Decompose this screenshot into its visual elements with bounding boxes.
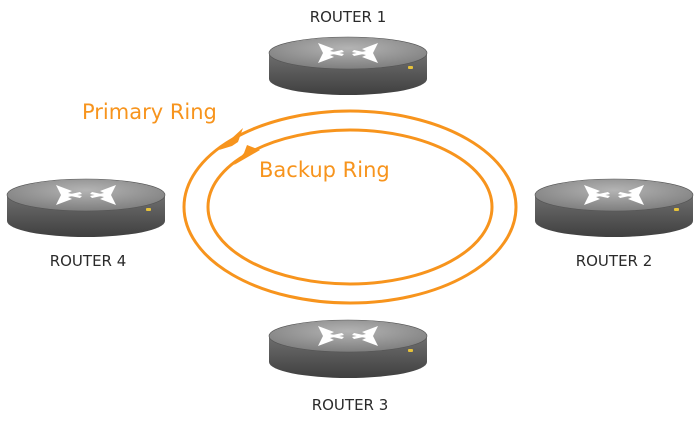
backup-ring-label: Backup Ring [259, 158, 390, 182]
router-4: ROUTER 4 [6, 178, 166, 270]
router-icon [268, 319, 428, 379]
rings [182, 109, 518, 305]
router-icon [534, 178, 694, 238]
router-2-label: ROUTER 2 [576, 252, 653, 270]
primary-ring-label: Primary Ring [82, 100, 217, 124]
router-3-label: ROUTER 3 [312, 396, 389, 414]
router-2: ROUTER 2 [534, 178, 694, 270]
backup-ring [206, 128, 494, 286]
primary-ring [182, 109, 518, 305]
router-1: ROUTER 1 [268, 8, 428, 96]
router-icon [268, 36, 428, 96]
router-4-label: ROUTER 4 [50, 252, 127, 270]
router-icon [6, 178, 166, 238]
primary-ring-arrow-icon [219, 128, 243, 150]
backup-ring-arrow-icon [234, 145, 260, 165]
router-3: ROUTER 3 [268, 319, 428, 414]
router-1-label: ROUTER 1 [310, 8, 387, 26]
